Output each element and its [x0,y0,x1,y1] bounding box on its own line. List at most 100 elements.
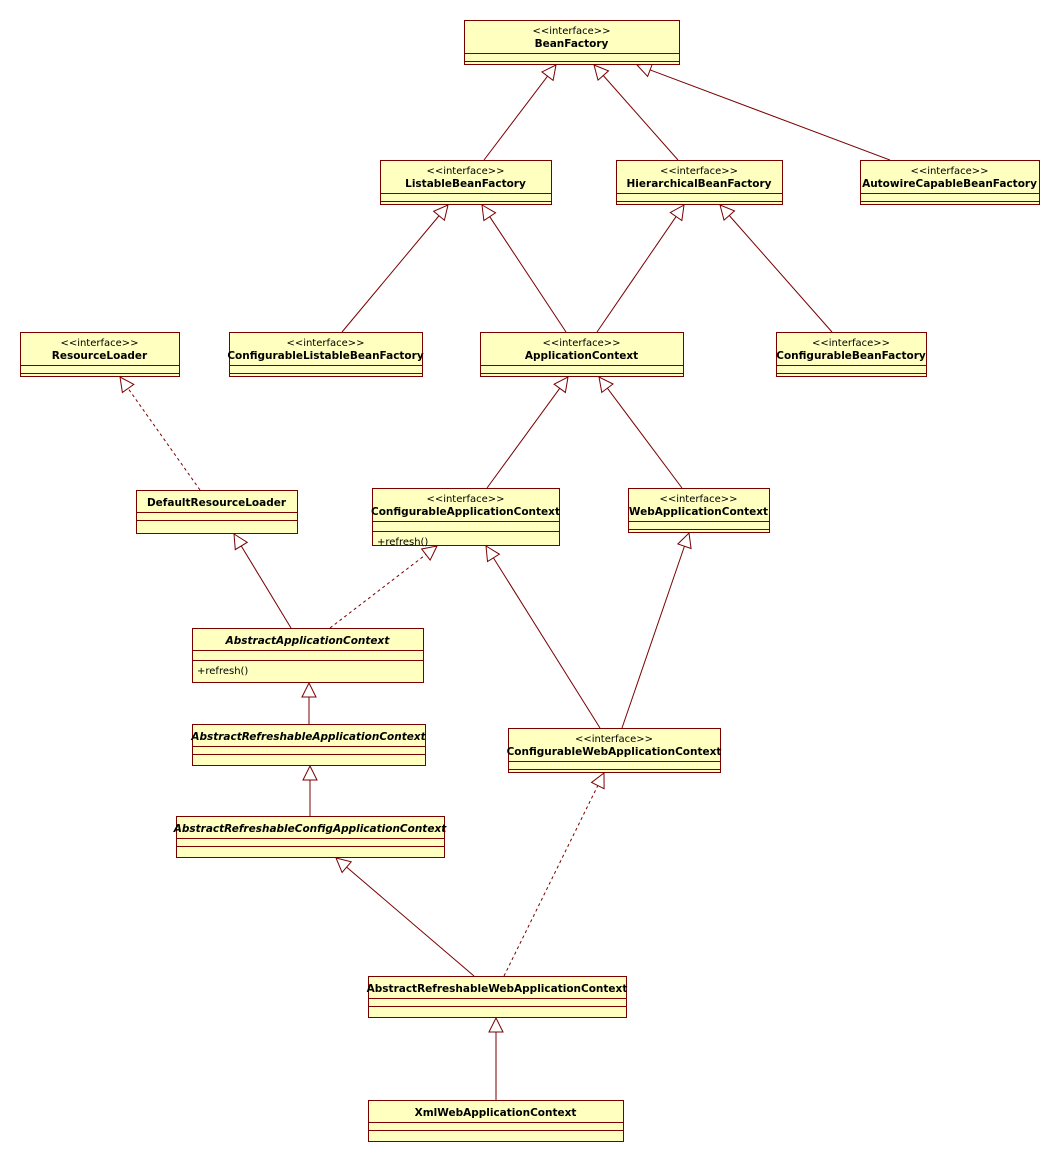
generalization-line [493,557,601,729]
class-abstract-refreshable-config-application-context[interactable]: AbstractRefreshableConfigApplicationCont… [173,816,447,858]
class-box [368,976,627,1018]
class-configurable-application-context[interactable]: <<interface>>ConfigurableApplicationCont… [371,488,560,549]
relation-configurable-web-application-context-to-web-application-context [621,531,692,729]
class-name: WebApplicationContext [629,506,768,518]
hollow-triangle-arrowhead [233,533,249,551]
realization-line [127,388,201,491]
stereotype-label: <<interface>> [659,494,737,505]
classes-layer: <<interface>>BeanFactory<<interface>>Lis… [20,20,1040,1142]
class-listable-bean-factory[interactable]: <<interface>>ListableBeanFactory [380,160,552,205]
class-resource-loader[interactable]: <<interface>>ResourceLoader [20,332,180,377]
class-bean-factory[interactable]: <<interface>>BeanFactory [464,20,680,65]
class-name: DefaultResourceLoader [147,497,287,509]
generalization-line [606,387,683,489]
hollow-triangle-arrowhead [669,204,685,222]
relation-abstract-refreshable-config-application-context-to-abstract-refreshable-application-context [302,764,318,816]
hollow-triangle-arrowhead [485,545,501,563]
relation-default-resource-loader-to-resource-loader [119,376,201,491]
hollow-triangle-arrowhead [119,376,135,394]
generalization-line [346,866,475,977]
class-web-application-context[interactable]: <<interface>>WebApplicationContext [628,488,770,533]
stereotype-label: <<interface>> [286,338,364,349]
relation-application-context-to-listable-bean-factory [481,204,567,333]
generalization-line [486,388,561,489]
operation-label: +refresh() [197,666,248,677]
relation-hierarchical-bean-factory-to-bean-factory [593,64,679,161]
class-configurable-listable-bean-factory[interactable]: <<interface>>ConfigurableListableBeanFac… [227,332,424,377]
relation-abstract-application-context-to-default-resource-loader [233,533,292,629]
class-box [192,724,426,766]
class-abstract-refreshable-application-context[interactable]: AbstractRefreshableApplicationContext [190,724,427,766]
class-name: ApplicationContext [525,350,638,362]
class-name: ConfigurableListableBeanFactory [227,350,424,362]
stereotype-label: <<interface>> [60,338,138,349]
class-abstract-application-context[interactable]: AbstractApplicationContext +refresh() [192,628,424,683]
hollow-triangle-arrowhead [335,857,353,874]
class-box [860,160,1040,205]
relation-configurable-listable-bean-factory-to-listable-bean-factory [341,204,449,333]
hollow-triangle-arrowhead [301,681,317,698]
stereotype-label: <<interface>> [812,338,890,349]
hollow-triangle-arrowhead [593,64,610,82]
class-box [616,160,783,205]
class-name: HierarchicalBeanFactory [627,178,772,190]
generalization-line [602,75,679,161]
class-name: ConfigurableApplicationContext [371,506,560,518]
class-hierarchical-bean-factory[interactable]: <<interface>>HierarchicalBeanFactory [616,160,783,205]
hollow-triangle-arrowhead [553,376,569,394]
class-box [176,816,445,858]
stereotype-label: <<interface>> [532,26,610,37]
realization-line [329,554,427,629]
class-name: AbstractRefreshableConfigApplicationCont… [173,823,447,835]
class-box [372,488,560,546]
hollow-triangle-arrowhead [719,204,736,222]
class-name: ConfigurableBeanFactory [776,350,926,362]
class-name: BeanFactory [535,38,609,50]
class-box [368,1100,624,1142]
class-application-context[interactable]: <<interface>>ApplicationContext [480,332,684,377]
class-name: XmlWebApplicationContext [415,1107,577,1119]
generalization-line [489,216,567,333]
relation-abstract-refreshable-web-application-context-to-configurable-web-application-context [503,771,605,977]
class-abstract-refreshable-web-application-context[interactable]: AbstractRefreshableWebApplicationContext [367,976,628,1018]
hollow-triangle-arrowhead [432,204,449,222]
class-box [480,332,684,377]
class-box [20,332,180,377]
hollow-triangle-arrowhead [676,531,692,550]
generalization-line [483,75,548,161]
class-default-resource-loader[interactable]: DefaultResourceLoader [136,490,298,534]
class-xml-web-application-context[interactable]: XmlWebApplicationContext [368,1100,624,1142]
relation-abstract-refreshable-application-context-to-abstract-application-context [301,681,317,724]
relation-autowire-capable-bean-factory-to-bean-factory [635,62,891,161]
class-autowire-capable-bean-factory[interactable]: <<interface>>AutowireCapableBeanFactory [860,160,1040,205]
stereotype-label: <<interface>> [542,338,620,349]
hollow-triangle-arrowhead [420,545,438,562]
realization-line [503,785,599,977]
hollow-triangle-arrowhead [481,204,497,222]
stereotype-label: <<interface>> [426,494,504,505]
hollow-triangle-arrowhead [488,1016,504,1033]
relations-layer [119,62,891,1100]
relation-web-application-context-to-application-context [598,376,683,489]
class-name: AutowireCapableBeanFactory [862,178,1037,190]
relation-listable-bean-factory-to-bean-factory [483,64,557,161]
generalization-line [649,69,891,161]
class-name: ListableBeanFactory [405,178,526,190]
relation-application-context-to-hierarchical-bean-factory [596,204,685,333]
stereotype-label: <<interface>> [910,166,988,177]
operation-label: +refresh() [377,537,428,548]
class-name: AbstractApplicationContext [225,635,391,647]
stereotype-label: <<interface>> [426,166,504,177]
generalization-line [240,545,292,629]
class-name: ResourceLoader [52,350,148,362]
relation-xml-web-application-context-to-abstract-refreshable-web-application-context [488,1016,504,1100]
class-box [229,332,423,377]
generalization-line [728,215,833,333]
class-name: AbstractRefreshableWebApplicationContext [367,983,628,995]
class-box [508,728,721,773]
class-configurable-web-application-context[interactable]: <<interface>>ConfigurableWebApplicationC… [507,728,722,773]
relation-configurable-web-application-context-to-configurable-application-context [485,545,601,729]
hollow-triangle-arrowhead [598,376,614,394]
relation-abstract-refreshable-web-application-context-to-abstract-refreshable-config-application-context [335,857,475,977]
class-configurable-bean-factory[interactable]: <<interface>>ConfigurableBeanFactory [776,332,927,377]
